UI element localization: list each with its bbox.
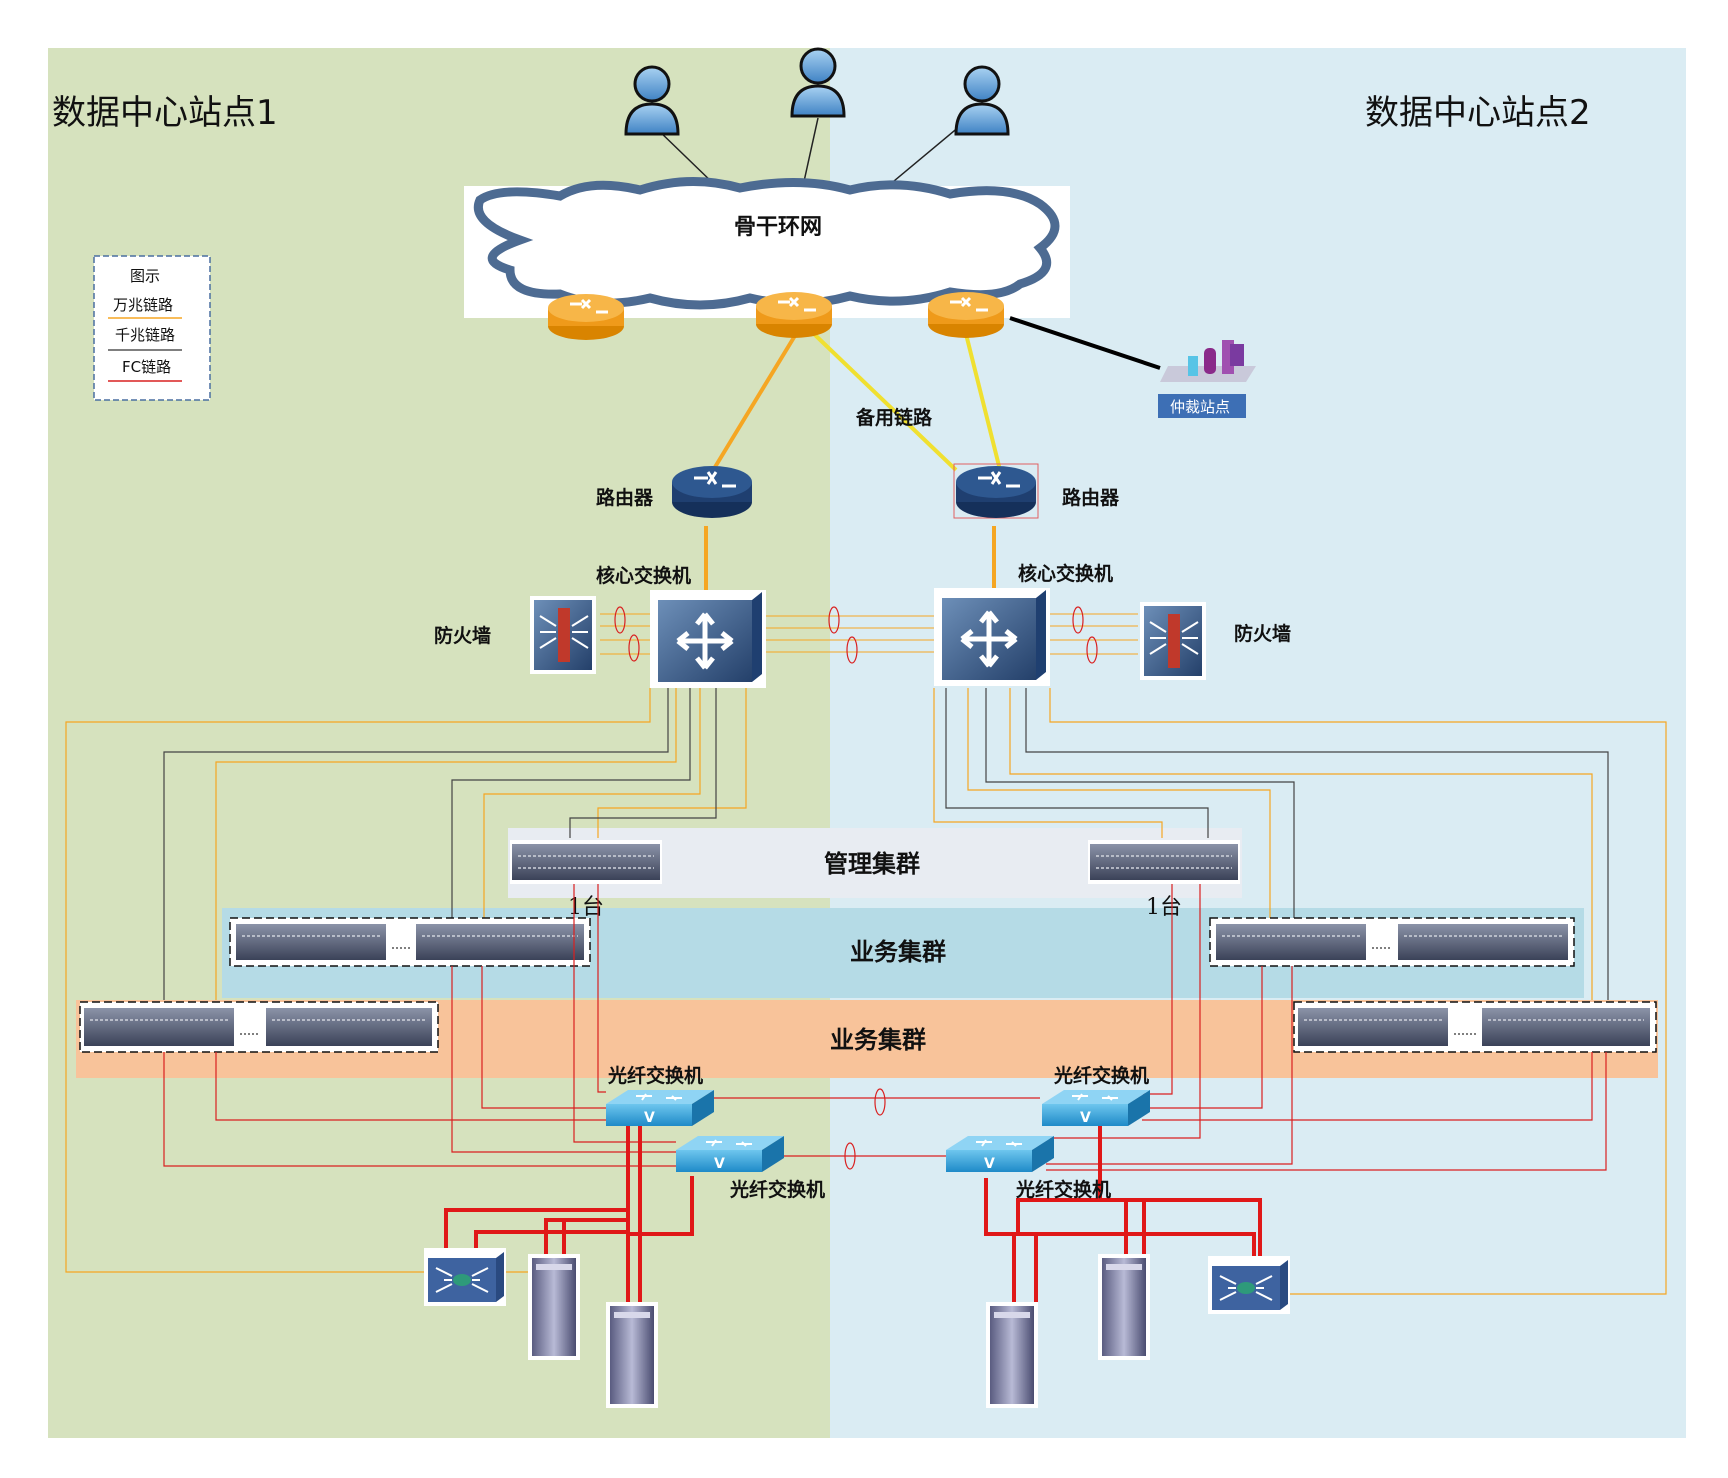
edge-router-icon — [548, 294, 624, 340]
core-interconnect-links — [600, 613, 1138, 655]
fiber-switch-bottom-right-label: 光纤交换机 — [1015, 1178, 1111, 1201]
fiber-switch-icon: V — [606, 1090, 714, 1126]
firewall-icon — [530, 596, 596, 674]
legend-item-10g-label: 万兆链路 — [113, 296, 173, 314]
management-count-right: 1台 — [1146, 895, 1182, 920]
management-server — [1088, 840, 1240, 884]
backup-link — [812, 332, 958, 472]
user-icon — [954, 65, 1010, 136]
wan-link-left — [710, 332, 798, 474]
fiber-switch-icon: V — [946, 1136, 1054, 1172]
legend-item-1g-label: 千兆链路 — [115, 326, 175, 344]
fc-storage-links — [444, 1124, 1262, 1310]
router-icon — [672, 466, 752, 518]
core-switch-left-label: 核心交换机 — [596, 564, 691, 587]
router-right-label: 路由器 — [1062, 486, 1120, 509]
user-links — [655, 117, 961, 187]
firewall-left-label: 防火墙 — [434, 624, 491, 647]
svg-text:V: V — [644, 1110, 655, 1126]
storage-array-icon — [986, 1302, 1038, 1408]
core-downlinks-10g — [65, 688, 1667, 1295]
storage-switch-icon — [1208, 1256, 1290, 1314]
arbitration-link — [1009, 316, 1161, 370]
edge-router-icon — [928, 292, 1004, 338]
backbone-label: 骨干环网 — [734, 215, 822, 240]
business-server-group — [1293, 1001, 1657, 1053]
backup-link-label: 备用链路 — [855, 406, 933, 429]
router-left-label: 路由器 — [596, 486, 654, 509]
svg-text:V: V — [714, 1156, 725, 1172]
site2-title: 数据中心站点2 — [1365, 93, 1591, 133]
core-switch-icon — [934, 588, 1050, 686]
fiber-switch-icon: V — [676, 1136, 784, 1172]
core-downlinks-1g — [163, 688, 1609, 1000]
management-cluster-label: 管理集群 — [824, 850, 920, 878]
fiber-switch-top-right-label: 光纤交换机 — [1053, 1064, 1149, 1087]
storage-array-icon — [528, 1254, 580, 1360]
arbitration-site-icon — [1160, 340, 1256, 382]
edge-router-icon — [756, 292, 832, 338]
firewall-right-label: 防火墙 — [1234, 622, 1291, 645]
user-icon — [790, 47, 846, 118]
legend-title: 图示 — [130, 267, 160, 285]
business-cluster-blue-label: 业务集群 — [850, 938, 946, 966]
business-cluster-orange-label: 业务集群 — [830, 1026, 926, 1054]
wan-link-right — [964, 333, 1002, 471]
management-server — [510, 840, 662, 884]
storage-array-icon — [606, 1302, 658, 1408]
fiber-switch-icon: V — [1042, 1090, 1150, 1126]
arbitration-site-badge — [1158, 394, 1246, 418]
legend-item-fc-label: FC链路 — [122, 358, 171, 376]
backbone-cloud — [474, 176, 1060, 310]
router-icon — [953, 463, 1039, 519]
core-switch-right-label: 核心交换机 — [1018, 562, 1113, 585]
fiber-switch-bottom-left-label: 光纤交换机 — [729, 1178, 825, 1201]
firewall-icon — [1140, 602, 1206, 680]
legend: 图示 万兆链路 千兆链路 FC链路 — [93, 255, 211, 401]
fc-links — [163, 884, 1607, 1171]
svg-text:V: V — [1080, 1110, 1091, 1126]
user-icon — [624, 65, 680, 136]
fiber-switch-top-left-label: 光纤交换机 — [607, 1064, 703, 1087]
business-server-group — [1209, 917, 1575, 967]
arbitration-site-label: 仲裁站点 — [1170, 398, 1230, 416]
storage-array-icon — [1098, 1254, 1150, 1360]
business-server-group — [229, 917, 591, 967]
site1-title: 数据中心站点1 — [52, 93, 278, 133]
business-server-group — [79, 1001, 439, 1053]
svg-text:V: V — [984, 1156, 995, 1172]
core-switch-icon — [650, 590, 766, 688]
storage-switch-icon — [424, 1248, 506, 1306]
